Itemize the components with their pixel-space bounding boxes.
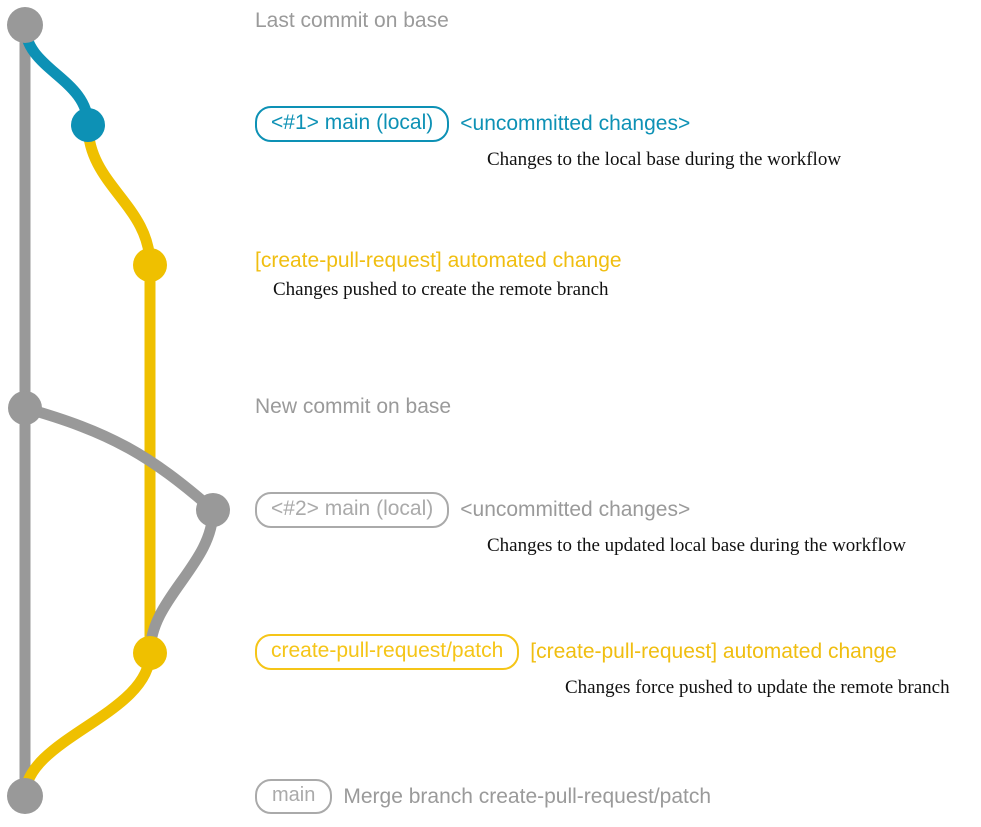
commit-row-local-2: <#2> main (local) <uncommitted changes> … — [255, 492, 906, 557]
commit-row-main: <#1> main (local) <uncommitted changes> — [255, 106, 841, 142]
commit-row-main: [create-pull-request] automated change — [255, 249, 622, 272]
commit-subject: <uncommitted changes> — [460, 498, 691, 522]
commit-subject: Merge branch create-pull-request/patch — [343, 784, 712, 808]
commit-row-automated-1: [create-pull-request] automated change C… — [255, 249, 622, 301]
commit-detail: Changes force pushed to update the remot… — [565, 676, 950, 698]
commit-node-base-new-commit[interactable] — [8, 391, 42, 425]
commit-row-automated-2: create-pull-request/patch [create-pull-r… — [255, 634, 950, 699]
commit-row-local-1: <#1> main (local) <uncommitted changes> … — [255, 106, 841, 171]
commit-row-main: create-pull-request/patch [create-pull-r… — [255, 634, 950, 670]
commit-subject: [create-pull-request] automated change — [530, 640, 897, 664]
commit-row-main: New commit on base — [255, 395, 451, 418]
commit-row-main: <#2> main (local) <uncommitted changes> — [255, 492, 906, 528]
commit-subject: Last commit on base — [255, 9, 449, 32]
commit-subject: New commit on base — [255, 395, 452, 418]
ref-chip-main-local-2[interactable]: <#2> main (local) — [255, 492, 450, 528]
commit-row-main: Last commit on base — [255, 9, 449, 32]
ref-chip-main-local-1[interactable]: <#1> main (local) — [255, 106, 450, 142]
commit-node-base-head[interactable] — [7, 7, 43, 43]
commit-row-main: main Merge branch create-pull-request/pa… — [255, 779, 711, 814]
commit-node-automated-1[interactable] — [133, 248, 167, 282]
commit-row-last-commit-on-base: Last commit on base — [255, 9, 449, 32]
commit-row-new-commit-on-base: New commit on base — [255, 395, 451, 418]
yellow-merge-line — [19, 647, 156, 802]
ref-chip-main[interactable]: main — [255, 779, 333, 814]
commit-node-local-1[interactable] — [71, 108, 105, 142]
commit-detail: Changes to the updated local base during… — [487, 534, 906, 556]
commit-node-automated-2[interactable] — [133, 636, 167, 670]
commit-node-local-2[interactable] — [196, 493, 230, 527]
commit-detail: Changes pushed to create the remote bran… — [273, 279, 609, 301]
commit-subject: [create-pull-request] automated change — [255, 249, 622, 272]
ref-chip-create-pull-request-patch[interactable]: create-pull-request/patch — [255, 634, 520, 670]
commit-detail: Changes to the local base during the wor… — [487, 148, 842, 170]
commit-subject: <uncommitted changes> — [460, 112, 691, 136]
commit-row-merge: main Merge branch create-pull-request/pa… — [255, 779, 711, 814]
commit-node-merge[interactable] — [7, 778, 43, 814]
